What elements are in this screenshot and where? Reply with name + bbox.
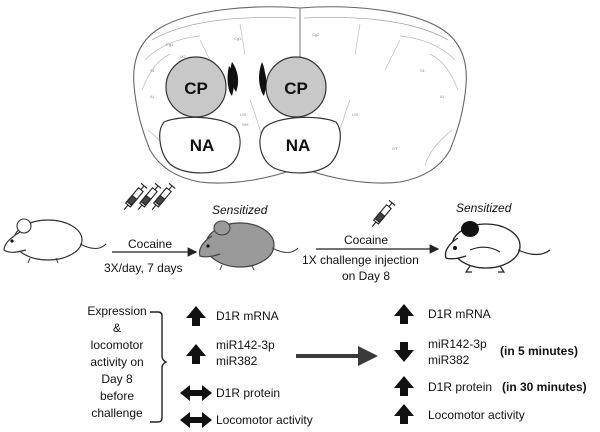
cortex-line [303, 17, 449, 41]
svg-text:LSI: LSI [352, 112, 358, 117]
down-arrow-icon [394, 342, 414, 362]
step2-drug-label: Cocaine [344, 233, 388, 247]
mouse-naive [3, 218, 107, 264]
left-label-line: Day 8 [101, 372, 133, 386]
up-arrow-icon [394, 304, 414, 324]
right-na-shape [259, 116, 341, 174]
right-caudate-putamen: CP [259, 56, 327, 118]
svg-text:SHi: SHi [242, 122, 249, 127]
before-column: D1R mRNA miR142-3p miR382 D1R protein Lo… [180, 306, 313, 428]
left-label-line: challenge [91, 406, 143, 420]
right-nucleus-accumbens: NA [259, 116, 341, 174]
svg-text:M2: M2 [180, 54, 186, 59]
step2-line2-label: on Day 8 [342, 269, 390, 283]
svg-text:LSI: LSI [240, 112, 246, 117]
cortex-line [141, 53, 171, 91]
left-caudate-putamen: CP [165, 56, 235, 118]
left-cp-label: CP [184, 79, 208, 98]
cortex-line [399, 35, 456, 61]
after-item-label: D1R protein [428, 380, 492, 394]
before-item-label: miR142-3p [216, 338, 275, 352]
left-label-line: activity on [90, 355, 143, 369]
state2-label: Sensitized [456, 201, 512, 215]
svg-text:AI: AI [440, 94, 444, 99]
up-arrow-icon [394, 404, 414, 424]
right-cp-label: CP [284, 79, 308, 98]
after-item-label: D1R mRNA [428, 307, 491, 321]
lateral-ventricle-left [230, 62, 239, 92]
after-item-label: miR142-3p [428, 337, 487, 351]
cortex-line [239, 23, 246, 56]
left-label-line: & [113, 321, 121, 335]
svg-text:AI: AI [150, 94, 154, 99]
cortex-line [429, 53, 459, 91]
syringe-challenge-icon [371, 199, 396, 227]
left-nucleus-accumbens: NA [159, 116, 241, 174]
cortex-line [151, 17, 297, 41]
svg-text:OT: OT [392, 146, 398, 151]
after-item-note: (in 5 minutes) [500, 344, 578, 358]
after-item-label: Locomotor activity [428, 408, 525, 422]
left-label-line: locomotor [91, 338, 144, 352]
up-arrow-icon [394, 376, 414, 396]
left-bracket [150, 311, 168, 423]
left-ventricle [227, 66, 235, 96]
left-label-line: Expression [87, 304, 146, 318]
step1-schedule-label: 3X/day, 7 days [104, 261, 183, 275]
cortex-line [144, 35, 201, 61]
state1-label: Sensitized [212, 203, 268, 217]
right-cp-circle [265, 56, 327, 118]
left-description: Expression & locomotor activity on Day 8… [87, 304, 146, 420]
after-column: D1R mRNA miR142-3p (in 5 minutes) miR382… [394, 304, 587, 424]
cortex-line [354, 23, 361, 56]
before-item-label: miR382 [216, 354, 258, 368]
cortex-line [424, 129, 453, 166]
after-item-label: miR382 [428, 353, 470, 367]
before-item-label: D1R protein [216, 386, 280, 400]
left-label-line: before [100, 389, 134, 403]
left-na-label: NA [190, 136, 215, 155]
svg-text:Cg2: Cg2 [312, 32, 320, 37]
step2-line1-label: 1X challenge injection [302, 253, 419, 267]
step1-drug-label: Cocaine [128, 237, 172, 251]
before-item-label: Locomotor activity [216, 413, 313, 427]
right-ventricle [259, 66, 267, 96]
svg-text:Cg1: Cg1 [166, 42, 174, 47]
after-item-note: (in 30 minutes) [502, 380, 587, 394]
svg-text:Cg1: Cg1 [234, 36, 242, 41]
double-arrow-icon [180, 385, 212, 401]
mouse-sensitized-grey [198, 220, 299, 271]
cortex-line [384, 39, 401, 71]
up-arrow-icon [186, 306, 206, 326]
before-item-label: D1R mRNA [216, 309, 279, 323]
svg-text:S1: S1 [150, 68, 156, 73]
left-na-shape [159, 116, 241, 174]
svg-text:S1: S1 [420, 68, 426, 73]
right-na-label: NA [286, 136, 311, 155]
double-arrow-icon [180, 412, 212, 428]
up-arrow-icon [186, 344, 206, 364]
syringes-repeated-icon [123, 182, 176, 210]
mouse-sensitized-challenged [444, 221, 551, 273]
